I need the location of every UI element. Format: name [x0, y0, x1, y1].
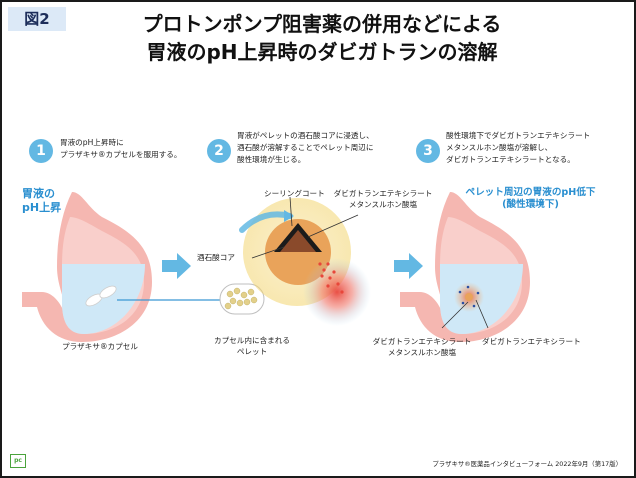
acid-glow [303, 258, 371, 326]
step-2-number: 2 [207, 139, 231, 163]
arrow-right-2-icon [394, 253, 423, 279]
tartaric-core-label: 酒石酸コア [197, 253, 235, 262]
step-3-text: 酸性環境下でダビガトランエテキシラート メタンスルホン酸塩が溶解し、 ダビガトラ… [446, 131, 591, 164]
pellet-label: カプセル内に含まれる ペレット [214, 336, 290, 356]
dabigatran-mesylate-label: ダビガトランエテキシラート メタンスルホン酸塩 [333, 189, 433, 209]
sealing-coat-label: シーリングコート [264, 189, 325, 198]
step-2-text: 胃液がペレットの酒石酸コアに浸透し、 酒石酸が溶解することでペレット周辺に 酸性… [237, 131, 374, 164]
footer-citation: プラザキサ®医薬品インタビューフォーム 2022年9月（第17版） [432, 460, 622, 468]
page-title: プロトンポンプ阻害薬の併用などによる 胃液のpH上昇時のダビガトランの溶解 [82, 10, 562, 66]
stomach-1-icon [22, 192, 152, 342]
publisher-logo: pc [10, 454, 26, 468]
step-1-text: 胃液のpH上昇時に プラザキサ®カプセルを服用する。 [60, 138, 182, 159]
title-line-1: プロトンポンプ阻害薬の併用などによる [142, 12, 502, 36]
capsule-icon [219, 283, 265, 315]
acidic-environment-label: ペレット周辺の胃液のpH低下 (酸性環境下) [465, 187, 596, 210]
acid-dots [318, 262, 344, 294]
title-line-2: 胃液のpH上昇時のダビガトランの溶解 [146, 40, 498, 64]
stomach-ph-label: 胃液の pH上昇 [22, 187, 62, 214]
figure-label: 図2 [8, 7, 66, 31]
stomach-2-icon [400, 192, 530, 342]
bottom-mesylate-label: ダビガトランエテキシラート メタンスルホン酸塩 [372, 337, 472, 357]
bottom-dabigatran-label: ダビガトランエテキシラート [482, 337, 581, 346]
step-1-number: 1 [29, 139, 53, 163]
arrow-right-icon [162, 253, 191, 279]
step-3-number: 3 [416, 139, 440, 163]
capsule-label: プラザキサ®カプセル [62, 342, 138, 351]
